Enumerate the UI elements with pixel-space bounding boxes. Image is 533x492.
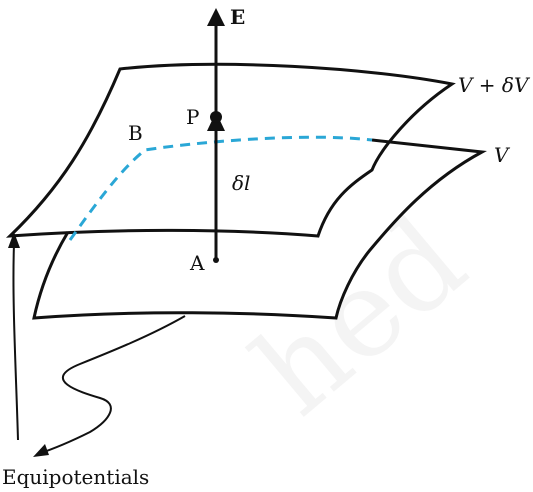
- point-p-dot: [210, 111, 222, 123]
- upper-surface-label: V + δV: [458, 73, 531, 97]
- displacement-label: δl: [232, 171, 250, 195]
- point-b-label: B: [128, 121, 143, 145]
- caption-pointer-arrow-head-upper: [8, 232, 20, 248]
- field-arrow-head: [207, 8, 225, 26]
- caption-pointer-curve: [37, 315, 186, 455]
- caption-pointer-arrow-head-lower: [33, 444, 49, 457]
- watermark: hed: [229, 191, 491, 442]
- point-a-label: A: [189, 251, 205, 275]
- lower-surface-label: V: [494, 143, 511, 167]
- point-a-dot: [213, 257, 219, 263]
- caption-pointer-line: [12, 243, 19, 441]
- caption-label: Equipotentials: [2, 465, 149, 489]
- point-p-label: P: [186, 105, 199, 129]
- lower-equipotential-surface: [32, 138, 487, 320]
- upper-equipotential-surface: [5, 62, 456, 238]
- field-label: E: [230, 5, 245, 29]
- watermark-text: hed: [229, 191, 491, 442]
- path-b-dashed: [68, 135, 373, 241]
